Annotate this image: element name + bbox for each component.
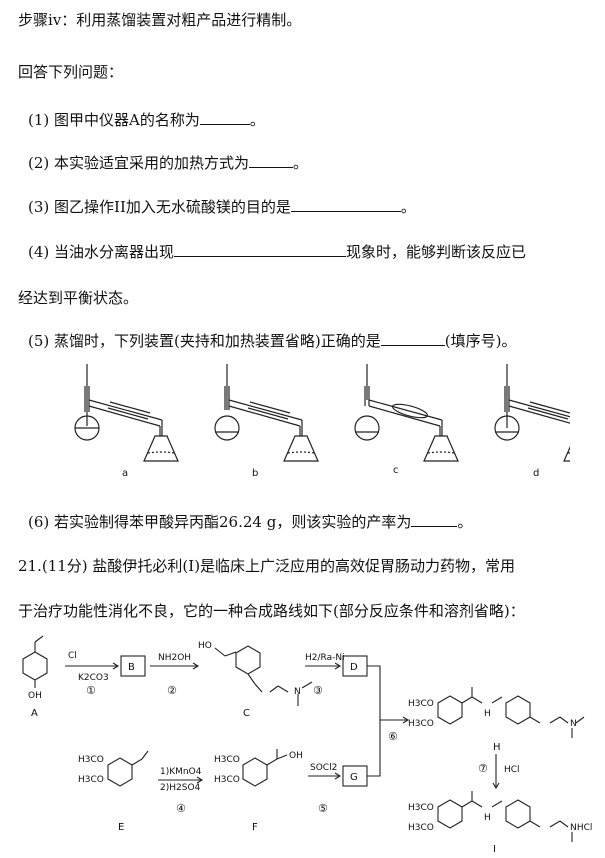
group-h-och3-2: H3CO: [408, 719, 434, 729]
label-i: I: [493, 844, 496, 855]
step-3-marker: ③: [313, 684, 323, 697]
question-5: (5) 蒸馏时，下列装置(夹持和加热装置省略)正确的是 (填序号)。: [28, 331, 516, 351]
label-g: G: [350, 772, 358, 783]
apparatus-d: [494, 364, 570, 462]
reagent-4b: 2)H2SO4: [160, 783, 201, 793]
q6-end: 。: [457, 513, 473, 531]
apparatus-a: [74, 364, 179, 462]
question-21-intro-continued: 于治疗功能性消化不良，它的一种合成路线如下(部分反应条件和溶剂省略)：: [18, 602, 525, 620]
group-i-nh: H: [484, 813, 491, 823]
q4-text: (4) 当油水分离器出现: [28, 243, 175, 261]
step-1-marker: ①: [86, 684, 96, 697]
compound-i-structure: [437, 791, 573, 842]
group-i-n: N: [570, 823, 577, 833]
compound-c-structure: [214, 645, 313, 706]
reagent-5: SOCl2: [310, 763, 337, 773]
apparatus-label-c: c: [393, 465, 399, 476]
q5-text: (5) 蒸馏时，下列装置(夹持和加热装置省略)正确的是: [28, 332, 381, 350]
question-2: (2) 本实验适宜采用的加热方式为 。: [28, 153, 308, 173]
group-c-ho: HO: [198, 641, 212, 651]
label-c: C: [243, 708, 250, 719]
q2-end: 。: [293, 154, 309, 172]
step-4-marker: ④: [176, 802, 186, 815]
q2-blank[interactable]: [249, 153, 294, 168]
q3-blank[interactable]: [290, 197, 401, 212]
group-f-och3-2: H3CO: [214, 775, 240, 785]
question-3: (3) 图乙操作II加入无水硫酸镁的目的是 。: [28, 197, 416, 217]
step-5-marker: ⑤: [318, 802, 328, 815]
apparatus-label-b: b: [252, 468, 258, 479]
compound-h-structure: [437, 687, 585, 738]
compound-f-structure: [242, 749, 288, 787]
reagent-1-bottom: K2CO3: [78, 673, 109, 683]
q4-end: 现象时，能够判断该反应已: [346, 243, 527, 261]
apparatus-b: [214, 364, 319, 462]
question-21-intro: 21.(11分) 盐酸伊托必利(I)是临床上广泛应用的高效促胃肠动力药物，常用: [18, 557, 516, 575]
reagent-2: NH2OH: [158, 653, 191, 663]
reagent-1-top: Cl: [68, 651, 77, 661]
distillation-apparatus-figure: a b c d: [74, 364, 570, 479]
compound-e-structure: [107, 750, 149, 787]
group-c-n: N: [294, 687, 301, 697]
label-b: B: [128, 662, 135, 673]
q4-blank[interactable]: [174, 242, 347, 257]
q3-text: (3) 图乙操作II加入无水硫酸镁的目的是: [28, 198, 291, 216]
question-1: (1) 图甲中仪器A的名称为 。: [28, 110, 265, 130]
group-f-och3-1: H3CO: [214, 755, 240, 765]
question-4-continued: 经达到平衡状态。: [18, 289, 139, 307]
reagent-7: HCl: [504, 765, 520, 775]
q2-text: (2) 本实验适宜采用的加热方式为: [28, 154, 250, 172]
q6-blank[interactable]: [411, 512, 458, 527]
box-g: [342, 765, 368, 787]
group-f-oh: OH: [289, 751, 303, 761]
group-h-n: N: [570, 719, 577, 729]
question-6: (6) 若实验制得苯甲酸异丙酯26.24 g，则该实验的产率为 。: [28, 512, 472, 532]
apparatus-label-a: a: [122, 468, 128, 479]
label-d: D: [350, 662, 358, 673]
step-2-marker: ②: [167, 684, 177, 697]
box-b: [120, 655, 146, 677]
convergence-bracket: [367, 665, 381, 777]
group-i-och3-1: H3CO: [408, 803, 434, 813]
q5-end: (填序号)。: [444, 332, 517, 350]
synthesis-route-figure: A B C D E F G H I Cl K2CO3 NH2OH H2/Ra-N…: [22, 635, 592, 855]
group-e-och3-1: H3CO: [78, 755, 104, 765]
answer-prompt: 回答下列问题：: [18, 63, 124, 81]
compound-a-structure: [22, 635, 48, 688]
question-4: (4) 当油水分离器出现 现象时，能够判断该反应已: [28, 242, 526, 262]
q1-end: 。: [249, 111, 265, 129]
q5-blank[interactable]: [380, 331, 445, 346]
q1-blank[interactable]: [199, 110, 250, 125]
reagent-4a: 1)KMnO4: [160, 767, 202, 777]
group-h-och3-1: H3CO: [408, 699, 434, 709]
group-e-och3-2: H3CO: [78, 775, 104, 785]
apparatus-label-d: d: [533, 468, 539, 479]
group-i-hcl: ·HCl: [574, 823, 592, 833]
label-e: E: [118, 822, 124, 833]
group-i-och3-2: H3CO: [408, 823, 434, 833]
q3-end: 。: [400, 198, 416, 216]
apparatus-c: [354, 364, 459, 462]
q1-text: (1) 图甲中仪器A的名称为: [28, 111, 200, 129]
label-a: A: [31, 708, 38, 719]
step-7-marker: ⑦: [478, 762, 488, 775]
q6-text: (6) 若实验制得苯甲酸异丙酯26.24 g，则该实验的产率为: [28, 513, 412, 531]
label-f: F: [252, 822, 258, 833]
reagent-3: H2/Ra-Ni: [305, 653, 345, 663]
group-a-oh: OH: [28, 691, 42, 701]
step-6-marker: ⑥: [388, 730, 398, 743]
label-h: H: [493, 742, 501, 753]
step4-text: 步骤ⅳ：利用蒸馏装置对粗产品进行精制。: [18, 11, 302, 29]
group-h-nh: H: [484, 709, 491, 719]
